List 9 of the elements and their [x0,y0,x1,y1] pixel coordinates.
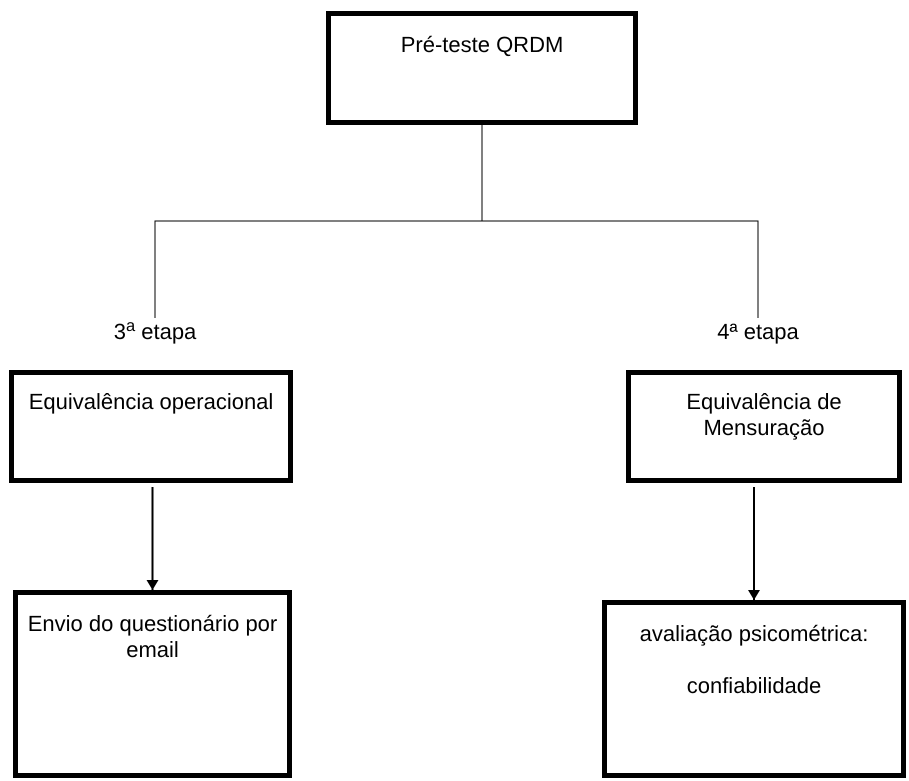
process-box: Pré-teste QRDM [326,11,638,125]
process-box: Equivalência operacional [9,370,293,483]
arrow [748,487,760,600]
process-box: Equivalência de Mensuração [626,370,902,483]
process-box: avaliação psicométrica: confiabilidade [602,600,906,778]
stage-label: 3$^{a}$ etapa [77,314,233,350]
stage-label: 4ª etapa [680,314,836,350]
process-box: Envio do questionário por email [13,590,292,778]
arrow [146,487,158,590]
